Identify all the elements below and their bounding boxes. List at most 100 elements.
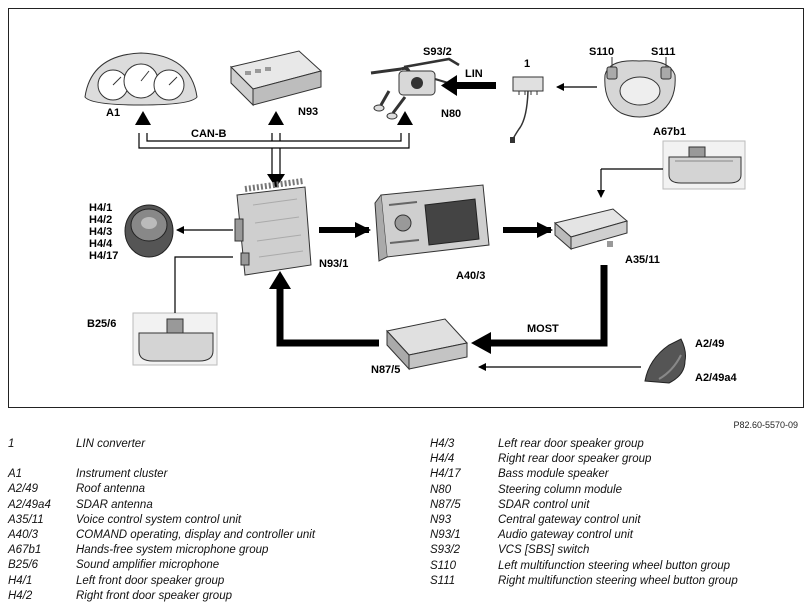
label-a35-11: A35/11 — [625, 254, 660, 266]
legend-description: Left rear door speaker group — [498, 438, 644, 450]
steering-wheel-buttons-icon — [604, 57, 676, 118]
sdar-control-unit-icon — [386, 318, 468, 371]
legend-code: S93/2 — [430, 544, 461, 556]
hands-free-microphone-icon — [662, 140, 746, 190]
voice-control-unit-icon — [553, 208, 629, 251]
diagram-canvas: CAN-B A1 N93 S93/2 N80 LIN 1 — [84, 46, 746, 384]
legend-description: COMAND operating, display and controller… — [76, 529, 316, 541]
legend-code: A35/11 — [8, 514, 44, 526]
legend-description: Central gateway control unit — [498, 514, 641, 526]
legend-row: A2/49a4 SDAR antenna — [8, 499, 388, 515]
legend-code: 1 — [8, 438, 15, 450]
legend-row: N93 Central gateway control unit — [430, 514, 810, 530]
label-a2-49a4: A2/49a4 — [695, 372, 737, 384]
legend-code: S111 — [430, 575, 456, 587]
legend-row: N80 Steering column module — [430, 484, 810, 500]
legend-code: A67b1 — [8, 544, 42, 556]
legend-code: A2/49a4 — [8, 499, 51, 511]
label-s111: S111 — [651, 46, 675, 58]
label-b25-6: B25/6 — [87, 318, 116, 330]
legend-description: Voice control system control unit — [76, 514, 242, 526]
label-lin-converter: 1 — [524, 58, 530, 70]
label-h4-4: H4/4 — [89, 238, 113, 250]
instrument-cluster-icon — [84, 52, 198, 106]
legend-description: Right front door speaker group — [76, 590, 232, 602]
legend-code: H4/2 — [8, 590, 33, 602]
legend-description: Instrument cluster — [76, 468, 168, 480]
legend-description: Roof antenna — [76, 483, 146, 495]
label-a67b1: A67b1 — [653, 126, 686, 138]
legend-code: N80 — [430, 484, 452, 496]
amplifier-mic-line — [174, 256, 233, 313]
label-n93: N93 — [298, 106, 318, 118]
label-a2-49: A2/49 — [695, 338, 724, 350]
legend-description: Left front door speaker group — [76, 575, 225, 587]
legend-row: A35/11 Voice control system control unit — [8, 514, 388, 530]
most-ring — [269, 265, 608, 354]
legend-code: A40/3 — [8, 529, 39, 541]
legend-description: SDAR antenna — [76, 499, 153, 511]
legend-row: B25/6 Sound amplifier microphone — [8, 559, 388, 575]
most-label: MOST — [527, 323, 559, 335]
legend-code: N87/5 — [430, 499, 461, 511]
roof-antenna-icon — [644, 338, 686, 384]
legend-description: Audio gateway control unit — [498, 529, 633, 541]
legend-row: H4/2 Right front door speaker group — [8, 590, 388, 606]
steering-column-module-icon — [370, 57, 460, 120]
legend-row: N87/5 SDAR control unit — [430, 499, 810, 515]
legend-row: S111 Right multifunction steering wheel b… — [430, 575, 810, 591]
legend-code: A2/49 — [8, 483, 39, 495]
legend-description: Steering column module — [498, 484, 623, 496]
legend-code: H4/1 — [8, 575, 33, 587]
legend-code: H4/4 — [430, 453, 455, 465]
lin-label: LIN — [465, 68, 483, 80]
legend-row: H4/1 Left front door speaker group — [8, 575, 388, 591]
can-b-arrowheads — [135, 111, 413, 188]
legend-code: H4/3 — [430, 438, 455, 450]
label-n93-1: N93/1 — [319, 258, 348, 270]
legend-code: S110 — [430, 560, 457, 572]
label-s93-2: S93/2 — [423, 46, 452, 58]
legend-description: Left multifunction steering wheel button… — [498, 560, 731, 572]
legend-description: VCS [SBS] switch — [498, 544, 590, 556]
comand-unit-icon — [374, 184, 490, 262]
speaker-icon — [124, 204, 174, 258]
amplifier-microphone-icon — [132, 312, 218, 366]
lin-converter-icon — [510, 76, 544, 143]
legend-code: N93 — [430, 514, 452, 526]
legend-row: 1 LIN converter — [8, 438, 388, 454]
legend-row: A2/49 Roof antenna — [8, 483, 388, 499]
legend-code: H4/17 — [430, 468, 461, 480]
can-b-label: CAN-B — [191, 128, 226, 140]
central-gateway-icon — [230, 50, 323, 107]
label-h4-1: H4/1 — [89, 202, 112, 214]
label-h4-3: H4/3 — [89, 226, 112, 238]
label-n80: N80 — [441, 108, 461, 120]
legend-description: LIN converter — [76, 438, 146, 450]
legend-row: S110 Left multifunction steering wheel bu… — [430, 560, 810, 576]
legend-row: H4/4 Right rear door speaker group — [430, 453, 810, 469]
system-diagram: CAN-B A1 N93 S93/2 N80 LIN 1 — [8, 8, 804, 408]
legend-description: Right rear door speaker group — [498, 453, 652, 465]
legend-code: A1 — [8, 468, 23, 480]
legend-row: A40/3 COMAND operating, display and contr… — [8, 529, 388, 545]
legend-row: H4/3 Left rear door speaker group — [430, 438, 810, 454]
legend-row: A67b1 Hands-free system microphone group — [8, 544, 388, 560]
figure-reference: P82.60-5570-09 — [733, 420, 798, 430]
label-n87-5: N87/5 — [371, 364, 400, 376]
label-a40-3: A40/3 — [456, 270, 485, 282]
legend-code: B25/6 — [8, 559, 39, 571]
label-h4-17: H4/17 — [89, 250, 118, 262]
label-a1: A1 — [106, 107, 120, 119]
legend-row: S93/2 VCS [SBS] switch — [430, 544, 810, 560]
legend-row: A1 Instrument cluster — [8, 468, 388, 484]
audio-gateway-icon — [234, 178, 312, 276]
legend-description: Hands-free system microphone group — [76, 544, 269, 556]
legend-description: SDAR control unit — [498, 499, 590, 511]
legend-description: Right multifunction steering wheel butto… — [498, 575, 738, 587]
legend-description: Sound amplifier microphone — [76, 559, 220, 571]
